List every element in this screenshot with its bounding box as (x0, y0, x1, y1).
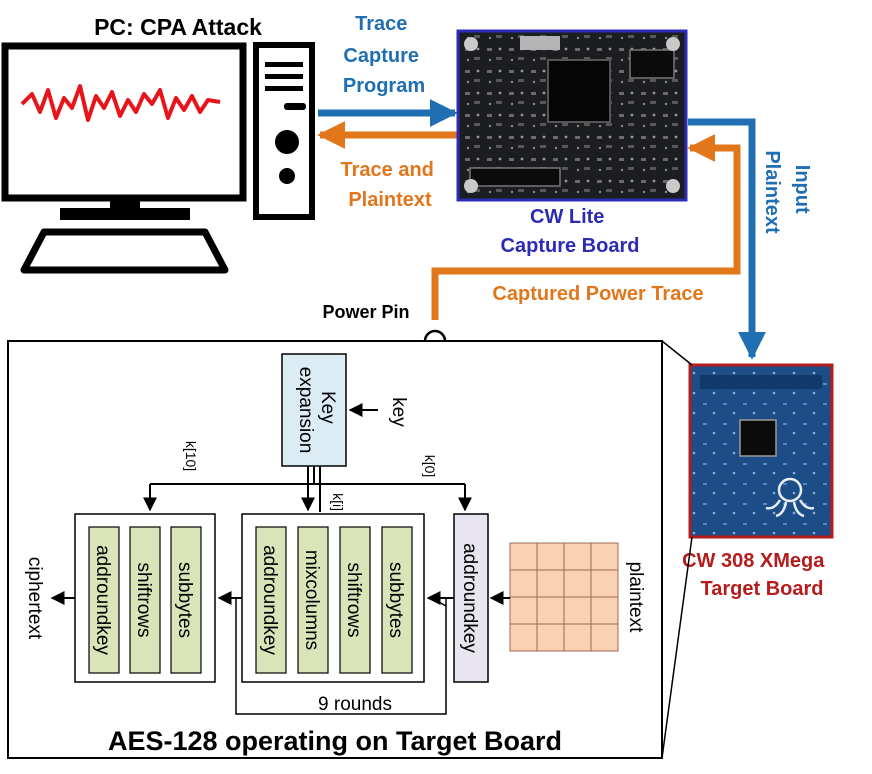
state-cell (536, 569, 565, 598)
state-cell (536, 623, 565, 652)
final-addroundkey-label: addroundkey (92, 545, 113, 655)
aes-title: AES-128 operating on Target Board (108, 726, 562, 756)
svg-text:CW 308 XMega Target Boar: CW 308 XMega Target Board (682, 550, 830, 600)
key-label: key (388, 397, 409, 427)
round-mixcolumns-label: mixcolumns (301, 550, 322, 650)
svg-text:Key expansion: Key expansion (295, 367, 338, 454)
aes-block: Key expansion key k[10] k[i] k[0] plaint… (7, 340, 663, 759)
key-expansion-line-1: Key (317, 391, 338, 424)
input-plaintext-line-2: Plaintext (761, 150, 783, 234)
target-board-label-line-1: CW 308 XMega (682, 550, 825, 572)
zoom-line-top (661, 340, 693, 366)
trace-plaintext-line-2: Plaintext (348, 189, 432, 211)
key-expansion-box (281, 353, 347, 467)
ciphertext-label: ciphertext (24, 557, 45, 640)
trace-capture-arrow: Trace Capture Program (318, 13, 458, 127)
final-subbytes-label: subbytes (174, 562, 195, 638)
svg-text:Trace Capture Prog: Trace Capture Program (343, 13, 425, 97)
state-cell (590, 596, 619, 625)
key-expansion-line-2: expansion (295, 367, 316, 454)
state-cell (590, 623, 619, 652)
round-mixcolumns-box (297, 526, 329, 674)
power-trace-waveform (20, 84, 221, 122)
captured-power-trace-label: Captured Power Trace (492, 283, 703, 305)
initial-addroundkey-label: addroundkey (459, 543, 480, 653)
trace-plaintext-arrow: Trace and Plaintext (317, 121, 457, 211)
power-pin-label: Power Pin (322, 302, 409, 322)
final-ops: subbytes shiftrows addroundkey (88, 526, 202, 674)
svg-text:Trace and Plaintext: Trace and Plaintext (341, 159, 440, 211)
trace-capture-line-3: Program (343, 75, 425, 97)
computer-tower-icon (253, 42, 315, 220)
state-cell (509, 623, 538, 652)
round-subbytes-label: subbytes (385, 562, 406, 638)
trace-plaintext-line-1: Trace and (341, 159, 434, 181)
pc-title: PC: CPA Attack (94, 14, 262, 40)
final-shiftrows-box (129, 526, 161, 674)
svg-text:Input Plaintext: Input Plaintext (761, 150, 813, 234)
trace-capture-line-2: Capture (343, 45, 419, 67)
captured-power-trace-arrow: Captured Power Trace (431, 134, 741, 320)
cw-lite-label-line-2: Capture Board (501, 235, 640, 257)
svg-text:CW Lite Capture Board: CW Lite Capture Board (501, 206, 640, 257)
ki-label: k[i] (330, 493, 346, 511)
final-subbytes-box (170, 526, 202, 674)
final-shiftrows-label: shiftrows (133, 563, 154, 638)
k10-label: k[10] (183, 441, 199, 471)
round-addroundkey-box (255, 526, 287, 674)
state-cell (563, 623, 592, 652)
pc-group: PC: CPA Attack (1, 14, 315, 274)
round-shiftrows-box (339, 526, 371, 674)
final-addroundkey-box (88, 526, 120, 674)
round-addroundkey-label: addroundkey (259, 545, 280, 655)
plaintext-state-grid (509, 542, 619, 652)
state-cell (536, 596, 565, 625)
state-cell (509, 569, 538, 598)
plaintext-label: plaintext (625, 562, 646, 633)
target-board-label-line-2: Target Board (701, 578, 824, 600)
fpga-chip (547, 59, 611, 123)
input-plaintext-line-1: Input (791, 165, 813, 214)
target-board: CW 308 XMega Target Board (682, 363, 834, 600)
state-cell (563, 596, 592, 625)
state-cell (509, 542, 538, 571)
cw-lite-board: CW Lite Capture Board (456, 29, 688, 257)
state-cell (590, 542, 619, 571)
state-cell (509, 596, 538, 625)
state-cell (590, 569, 619, 598)
cw-lite-label-line-1: CW Lite (530, 206, 604, 228)
k0-label: k[0] (422, 455, 438, 478)
rounds-label: 9 rounds (318, 694, 392, 715)
state-cell (563, 569, 592, 598)
octopus-logo-icon (765, 477, 815, 518)
round-ops: subbytes shiftrows mixcolumns addroundkey (255, 526, 413, 674)
state-cell (536, 542, 565, 571)
state-cell (563, 542, 592, 571)
round-shiftrows-label: shiftrows (343, 563, 364, 638)
monitor-icon (1, 42, 247, 274)
xmega-chip (739, 419, 777, 457)
zoom-line-bottom (661, 536, 693, 759)
round-subbytes-box (381, 526, 413, 674)
initial-addroundkey-box (453, 513, 489, 683)
input-plaintext-arrow: Input Plaintext (688, 118, 813, 360)
trace-capture-line-1: Trace (355, 13, 407, 35)
